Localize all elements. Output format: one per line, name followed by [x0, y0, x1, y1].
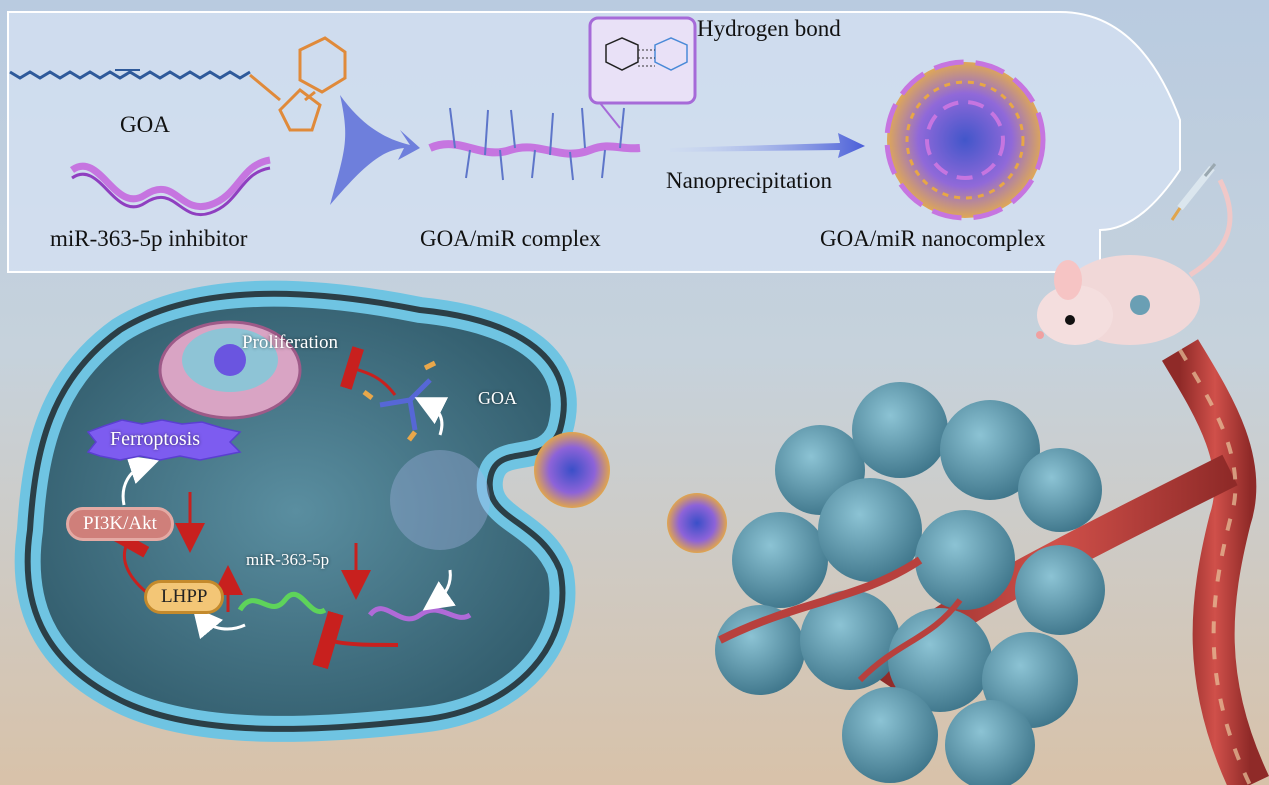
goa-branch-icon [362, 360, 437, 442]
mir-363-5p-strand [237, 591, 327, 615]
inhibitor-label: miR-363-5p inhibitor [50, 226, 248, 251]
complex-label: GOA/miR complex [420, 226, 601, 251]
pi3k-akt-badge: PI3K/Akt [66, 507, 174, 541]
goa-mir-complex [428, 107, 641, 181]
syringe-icon [1170, 163, 1217, 221]
nanocomplex-icon [884, 59, 1046, 221]
hydrogen-bond-inset [588, 16, 697, 129]
white-arrows [121, 397, 456, 640]
ferroptosis-badge [86, 419, 242, 461]
proliferation-label: Proliferation [242, 332, 339, 353]
hydrogen-bond-label: Hydrogen bond [697, 16, 841, 41]
lhpp-badge: LHPP [144, 580, 225, 614]
cell-goa-label: GOA [478, 388, 517, 408]
swoosh-arrow [330, 95, 420, 205]
mirna-inhibitor-helix [69, 156, 271, 217]
tumor-icon [715, 382, 1105, 785]
goa-molecule [9, 36, 347, 132]
nanoprecipitation-label: Nanoprecipitation [666, 168, 833, 193]
goa-label: GOA [120, 112, 170, 137]
mir-363-5p-label: miR-363-5p [246, 550, 330, 569]
nanocomplex-label: GOA/miR nanocomplex [820, 226, 1046, 251]
inhibitor-strand-in-cell [368, 606, 472, 622]
nanoprecipitation-arrow [670, 133, 865, 158]
mouse-icon [1036, 178, 1233, 345]
nanoparticle-icon [390, 432, 727, 553]
ferroptosis-label: Ferroptosis [110, 428, 200, 450]
